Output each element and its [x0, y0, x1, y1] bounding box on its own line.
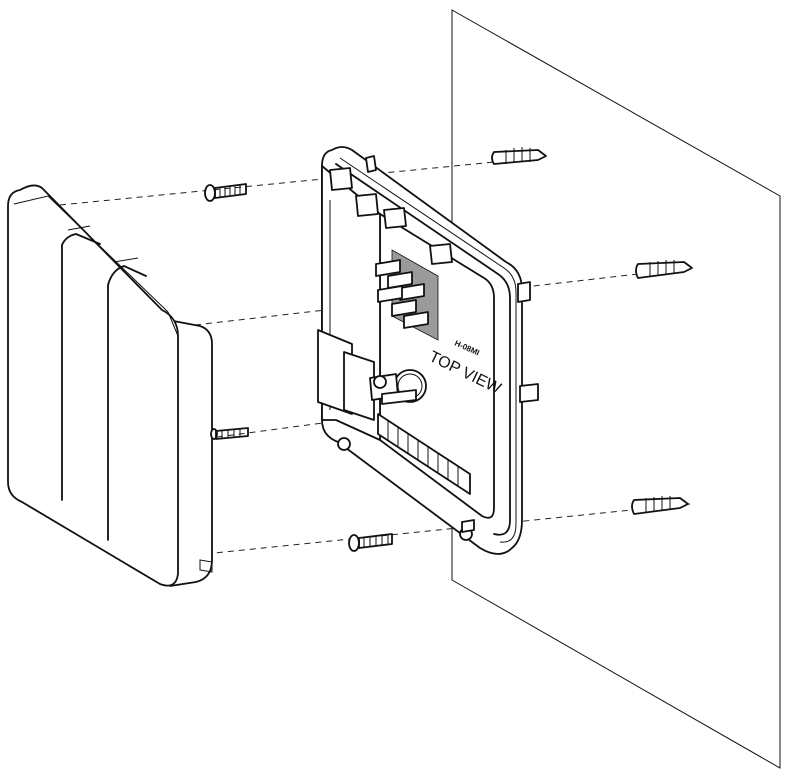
wall-anchor-top [491, 147, 547, 165]
wall-anchor-bottom [631, 496, 689, 515]
screw-top [204, 183, 247, 202]
screw-lower-left [210, 427, 249, 440]
wall-anchor-mid [635, 260, 693, 279]
back-housing [317, 146, 539, 555]
pin-group [375, 259, 429, 329]
screw-bottom [348, 533, 393, 552]
front-cover [7, 184, 213, 587]
